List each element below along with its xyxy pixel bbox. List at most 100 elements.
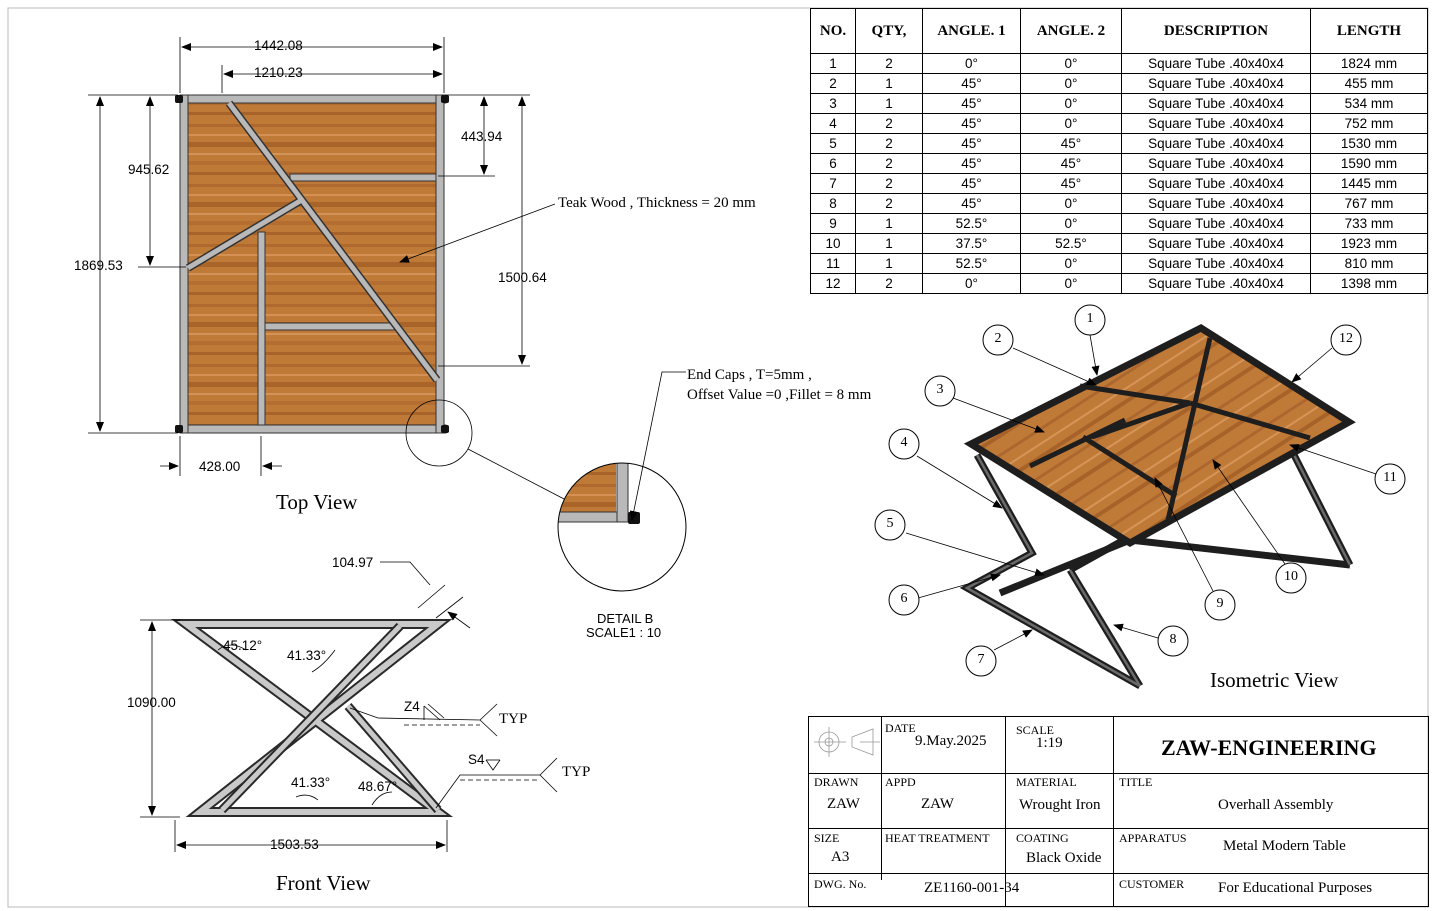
bom-cell-angle2: 0°	[1020, 53, 1122, 74]
bom-cell-length: 1590 mm	[1310, 153, 1428, 174]
bom-cell-description: Square Tube .40x40x4	[1121, 73, 1311, 94]
bom-cell-angle2: 0°	[1020, 193, 1122, 214]
isometric-view-title: Isometric View	[1210, 668, 1339, 692]
bom-cell-length: 534 mm	[1310, 93, 1428, 114]
bom-cell-angle1: 45°	[922, 73, 1021, 94]
bom-cell-angle1: 52.5°	[922, 213, 1021, 234]
bom-cell-angle1: 0°	[922, 273, 1021, 294]
size-label: SIZE	[814, 831, 840, 845]
note-end-caps-line1: End Caps , T=5mm ,	[687, 367, 812, 383]
bom-cell-angle2: 0°	[1020, 73, 1122, 94]
balloon-number: 9	[1216, 596, 1224, 611]
bom-cell-angle1: 45°	[922, 173, 1021, 194]
heat-treatment-label: HEAT TREATMENT	[885, 831, 990, 845]
bom-cell-description: Square Tube .40x40x4	[1121, 153, 1311, 174]
bom-header-length: LENGTH	[1310, 8, 1428, 54]
isometric-view	[874, 304, 1406, 690]
bom-cell-qty: 1	[855, 73, 923, 94]
bom-cell-qty: 2	[855, 193, 923, 214]
bom-cell-length: 1923 mm	[1310, 233, 1428, 254]
bom-cell-angle1: 37.5°	[922, 233, 1021, 254]
bom-header-row: NO. QTY, ANGLE. 1 ANGLE. 2 DESCRIPTION L…	[810, 8, 1428, 54]
bom-cell-length: 1530 mm	[1310, 133, 1428, 154]
balloon-number: 7	[977, 652, 985, 667]
bom-cell-angle1: 45°	[922, 93, 1021, 114]
bom-cell-angle1: 45°	[922, 113, 1021, 134]
bom-cell-angle2: 0°	[1020, 213, 1122, 234]
dim-left-height: 945.62	[128, 162, 170, 177]
scale-label: SCALE	[1016, 723, 1055, 737]
bom-cell-length: 455 mm	[1310, 73, 1428, 94]
bom-cell-qty: 1	[855, 253, 923, 274]
bom-cell-qty: 1	[855, 93, 923, 114]
weld-label-z4: Z4	[404, 699, 420, 714]
dim-total-height: 1869.53	[74, 258, 123, 273]
bom-cell-no: 7	[810, 173, 856, 194]
bom-cell-qty: 2	[855, 273, 923, 294]
bom-cell-no: 3	[810, 93, 856, 114]
bom-cell-angle2: 45°	[1020, 133, 1122, 154]
bom-cell-angle2: 45°	[1020, 173, 1122, 194]
material-label: MATERIAL	[1016, 775, 1077, 789]
bill-of-materials-table: NO. QTY, ANGLE. 1 ANGLE. 2 DESCRIPTION L…	[810, 8, 1428, 294]
bom-cell-no: 8	[810, 193, 856, 214]
detail-scale: SCALE1 : 10	[586, 625, 662, 640]
projection-symbol-icon	[814, 727, 880, 757]
dim-right-lower: 1500.64	[498, 270, 547, 285]
bom-header-angle2: ANGLE. 2	[1020, 8, 1122, 54]
front-view-title: Front View	[276, 871, 371, 895]
bom-header-no: NO.	[810, 8, 856, 54]
bom-cell-qty: 1	[855, 233, 923, 254]
customer-value: For Educational Purposes	[1218, 880, 1373, 896]
detail-b	[557, 371, 687, 592]
dim-inner-width: 1210.23	[254, 65, 303, 80]
bom-cell-angle2: 0°	[1020, 113, 1122, 134]
bom-cell-no: 12	[810, 273, 856, 294]
bom-cell-angle1: 45°	[922, 193, 1021, 214]
bom-cell-no: 1	[810, 53, 856, 74]
angle-label-d: 48.67°	[358, 779, 398, 794]
apparatus-value: Metal Modern Table	[1223, 838, 1346, 854]
bom-header-qty: QTY,	[855, 8, 923, 54]
bom-cell-description: Square Tube .40x40x4	[1121, 253, 1311, 274]
bom-cell-length: 810 mm	[1310, 253, 1428, 274]
weld-label-s4: S4	[468, 752, 485, 767]
bom-cell-angle2: 52.5°	[1020, 233, 1122, 254]
bom-cell-description: Square Tube .40x40x4	[1121, 213, 1311, 234]
dim-right-upper: 443.94	[461, 129, 503, 144]
bom-cell-qty: 2	[855, 113, 923, 134]
bom-cell-no: 2	[810, 73, 856, 94]
balloon-number: 6	[900, 591, 908, 606]
size-value: A3	[831, 849, 850, 865]
iso-table-top	[963, 323, 1356, 548]
bom-header-description: DESCRIPTION	[1121, 8, 1311, 54]
balloon-number: 5	[886, 516, 894, 531]
company-name: ZAW-ENGINEERING	[1161, 735, 1377, 760]
dim-total-width: 1442.08	[254, 38, 303, 53]
angle-label-a: 45.12°	[223, 638, 263, 653]
typ-label-1: TYP	[499, 711, 528, 727]
balloon-number: 10	[1284, 569, 1298, 584]
bom-cell-description: Square Tube .40x40x4	[1121, 133, 1311, 154]
bom-cell-angle2: 0°	[1020, 273, 1122, 294]
dim-bottom-offset: 428.00	[199, 459, 241, 474]
dim-front-height: 1090.00	[127, 695, 176, 710]
customer-label: CUSTOMER	[1119, 877, 1185, 891]
drawn-value: ZAW	[827, 796, 860, 812]
bom-cell-no: 9	[810, 213, 856, 234]
coating-value: Black Oxide	[1026, 850, 1102, 866]
bom-cell-qty: 2	[855, 53, 923, 74]
bom-cell-qty: 2	[855, 133, 923, 154]
dim-front-width: 1503.53	[270, 837, 319, 852]
bom-cell-length: 1824 mm	[1310, 53, 1428, 74]
title-label: TITLE	[1119, 775, 1153, 789]
bom-cell-angle2: 0°	[1020, 93, 1122, 114]
